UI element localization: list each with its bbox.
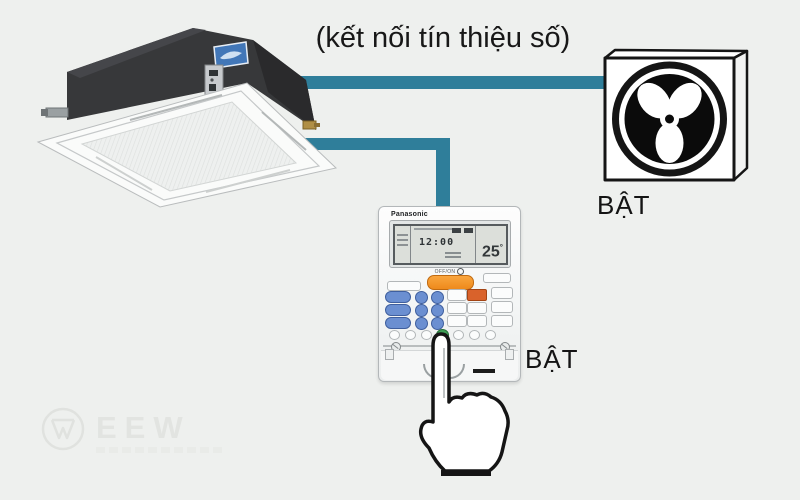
watermark-tagline (96, 447, 224, 453)
wire-indoor-to-remote-horizontal (304, 138, 450, 150)
white-key (447, 315, 467, 327)
power-circle-icon (457, 268, 465, 275)
pipe-stub-left (45, 107, 69, 118)
small-key (421, 330, 432, 340)
lcd-center: 12:00 (411, 226, 476, 263)
door-clip (385, 349, 394, 360)
outdoor-unit (603, 48, 749, 182)
blue-key (431, 291, 444, 304)
mode-label-pill (387, 281, 421, 291)
remote-status-label: BẬT (525, 344, 579, 374)
white-key (467, 315, 487, 327)
blue-key (385, 291, 411, 303)
panel-grille (80, 101, 298, 192)
wire-indoor-to-outdoor (292, 76, 606, 89)
small-key (485, 330, 496, 340)
lcd-screen: 12:00 25° (393, 224, 508, 265)
white-key (491, 287, 513, 299)
wire-indoor-to-remote-vertical (436, 138, 450, 208)
small-key (469, 330, 480, 340)
blue-key (385, 317, 411, 329)
blue-key (385, 304, 411, 316)
white-key (447, 302, 467, 314)
white-key (467, 302, 487, 314)
power-button (427, 275, 474, 290)
power-label: OFF/ON (379, 268, 520, 275)
outdoor-status-label: BẬT (597, 190, 651, 220)
lcd-mode-column (395, 226, 411, 263)
blue-key (415, 317, 428, 330)
degree-symbol: ° (499, 242, 503, 252)
red-key (467, 289, 487, 301)
white-key (447, 289, 467, 301)
lcd-temperature-cell: 25° (476, 226, 506, 263)
white-key (491, 301, 513, 313)
fan-icon (612, 61, 727, 177)
caption-digital-signal: (kết nối tín thiệu số) (315, 22, 571, 54)
door-clip (505, 349, 514, 360)
blue-key (431, 304, 444, 317)
small-key (405, 330, 416, 340)
indoor-cassette-unit (36, 28, 338, 208)
brand-label: Panasonic (391, 211, 428, 218)
lcd-temperature: 25 (482, 243, 500, 260)
dash-mark (473, 369, 495, 373)
right-label-pill (483, 273, 511, 283)
small-key (453, 330, 464, 340)
wired-remote-controller: Panasonic 12:00 25° OFF/ON (378, 206, 521, 382)
blue-key (415, 304, 428, 317)
watermark: EEW (40, 406, 224, 453)
lcd-bezel: 12:00 25° (389, 220, 511, 268)
lcd-time: 12:00 (419, 237, 455, 248)
hand-pointer-icon (418, 332, 510, 476)
blue-key (415, 291, 428, 304)
white-key (491, 315, 513, 327)
watermark-text: EEW (96, 410, 191, 445)
small-key (389, 330, 400, 340)
eew-logo-icon (41, 407, 85, 451)
